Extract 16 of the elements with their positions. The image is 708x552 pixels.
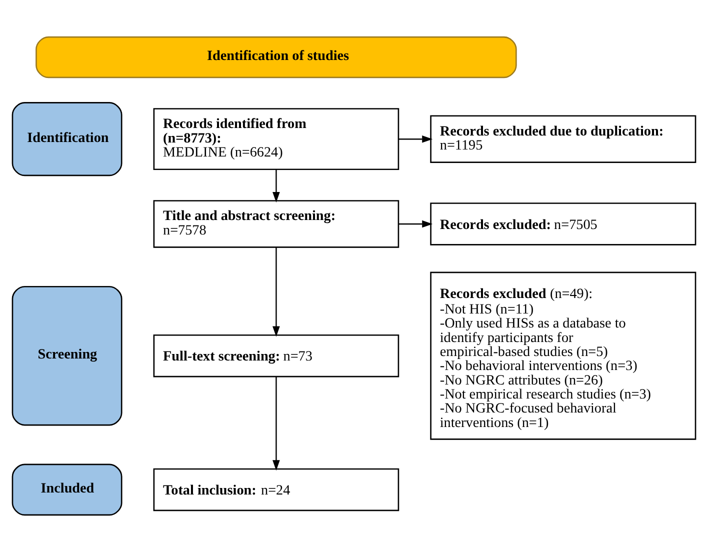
arrow xyxy=(272,376,280,471)
node-box: Total inclusion: n=24 xyxy=(153,468,400,512)
arrow xyxy=(272,170,280,202)
node-box: Records identified from (n=8773): MEDLINE (n=6624) xyxy=(153,108,400,170)
node-box: Included xyxy=(12,464,122,516)
arrow xyxy=(272,247,280,337)
node-box: Identification xyxy=(12,102,122,176)
node-box: Screening xyxy=(12,286,122,426)
node-box: Records excluded (n=49): -Not HIS (n=11) -Only used HISs as a database to identify participants for empirical-based studies (n=5) -No behavioral interventions (n=3) -No NGRC attributes (n=26) -Not empirical research studies (n=3) -No NGRC-focused behavioral interventions (n=1) xyxy=(430,272,696,440)
node-box: Records excluded due to duplication: n=1195 xyxy=(430,115,696,163)
node-box: Full-text screening: n=73 xyxy=(153,334,400,378)
node-box: Records excluded: n=7505 xyxy=(430,202,696,246)
node-box: Title and abstract screening: n=7578 xyxy=(153,200,400,248)
arrow xyxy=(398,220,433,228)
node-box: Identification of studies xyxy=(36,36,517,78)
arrow xyxy=(398,135,433,143)
